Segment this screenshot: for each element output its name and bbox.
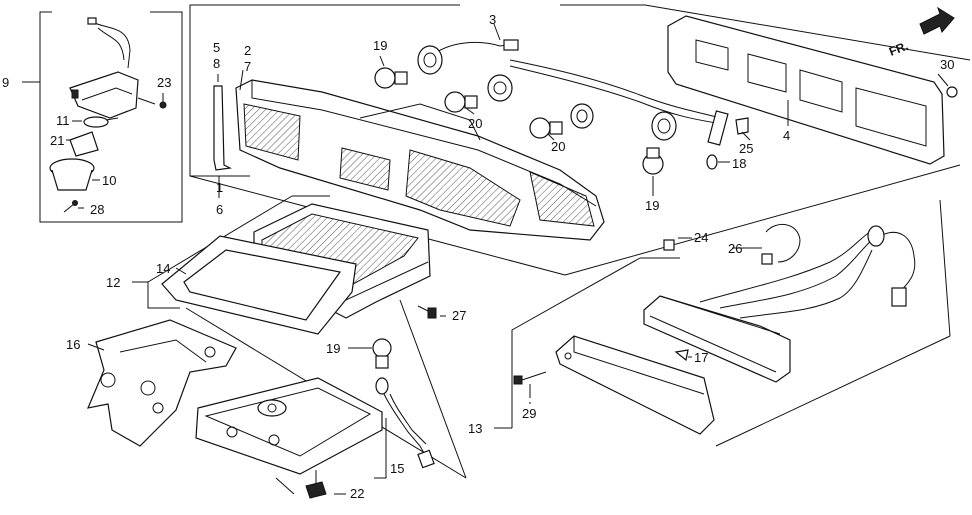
garnish-plate	[667, 15, 945, 165]
label-25: 25	[739, 141, 753, 156]
socket-far	[651, 111, 677, 141]
label-19c: 19	[326, 341, 340, 356]
screw-22	[305, 470, 327, 499]
tail-light-group	[189, 4, 971, 276]
label-29: 29	[522, 406, 536, 421]
label-13: 13	[468, 421, 482, 436]
bulb-19-high-mount	[372, 338, 392, 369]
label-5: 5	[213, 40, 220, 55]
label-18: 18	[732, 156, 746, 171]
side-harness	[699, 231, 871, 303]
base-plate-15	[195, 377, 383, 475]
label-4: 4	[783, 128, 790, 143]
label-21: 21	[50, 133, 64, 148]
screw-28	[63, 203, 75, 213]
side-lens	[555, 335, 715, 435]
license-light-group	[22, 11, 183, 223]
label-30: 30	[940, 57, 954, 72]
grommet-17	[674, 349, 689, 362]
bulb-19-top	[374, 67, 408, 89]
license-wire	[91, 21, 131, 69]
bulb-19-bottom	[642, 147, 664, 175]
clip-25	[735, 117, 749, 135]
label-12: 12	[106, 275, 120, 290]
label-10: 10	[102, 173, 116, 188]
label-1: 1	[216, 180, 223, 195]
socket-mid	[487, 74, 513, 102]
label-11: 11	[56, 113, 70, 128]
side-light-group	[494, 199, 951, 447]
part-labels: 9 23 11 21 10 28 5 8 2 7 1 6 3 19 20 20 …	[2, 12, 954, 501]
label-20a: 20	[468, 116, 482, 131]
label-14: 14	[156, 261, 170, 276]
arrow-icon	[919, 6, 955, 35]
label-7: 7	[244, 59, 251, 74]
label-16: 16	[66, 337, 80, 352]
connector-25-side	[707, 110, 729, 146]
tail-lens-reflector	[243, 103, 301, 161]
side-connector	[891, 287, 907, 307]
license-light-bracket	[39, 11, 183, 223]
high-mount-light-group	[87, 195, 467, 499]
label-26: 26	[728, 241, 742, 256]
clip-26	[765, 224, 801, 263]
socket-left	[417, 45, 443, 75]
label-28: 28	[90, 202, 104, 217]
label-3: 3	[489, 12, 496, 27]
rod-5-8	[213, 85, 232, 171]
high-mount-harness	[375, 377, 435, 469]
label-2: 2	[244, 43, 251, 58]
tail-light-bracket	[189, 4, 300, 177]
label-27: 27	[452, 308, 466, 323]
leader-lines	[87, 23, 949, 404]
side-light-bracket	[511, 257, 641, 428]
bracket-16	[87, 319, 237, 447]
label-20b: 20	[551, 139, 565, 154]
grommet-18	[706, 154, 718, 170]
front-direction-arrow: FR.	[887, 6, 955, 59]
license-socket	[69, 71, 139, 119]
bulb-20-a	[444, 91, 478, 113]
connector-3	[503, 39, 519, 51]
label-8: 8	[213, 56, 220, 71]
label-9: 9	[2, 75, 9, 90]
label-24: 24	[694, 230, 708, 245]
label-15: 15	[390, 461, 404, 476]
socket-right	[570, 103, 594, 129]
label-19a: 19	[373, 38, 387, 53]
wire-terminal	[87, 17, 97, 25]
clip-24	[663, 239, 675, 251]
label-19b: 19	[645, 198, 659, 213]
front-label: FR.	[887, 39, 910, 59]
label-23: 23	[157, 75, 171, 90]
bolt-27	[417, 305, 446, 319]
label-6: 6	[216, 202, 223, 217]
bulb-11	[83, 116, 109, 128]
label-22: 22	[350, 486, 364, 501]
label-17: 17	[694, 350, 708, 365]
nut-30	[946, 86, 958, 98]
bolt-23	[159, 101, 167, 109]
lens-21	[69, 131, 99, 157]
garnish-plate-group	[667, 15, 958, 165]
screw-29	[513, 371, 547, 398]
bulb-20-b	[529, 117, 563, 139]
